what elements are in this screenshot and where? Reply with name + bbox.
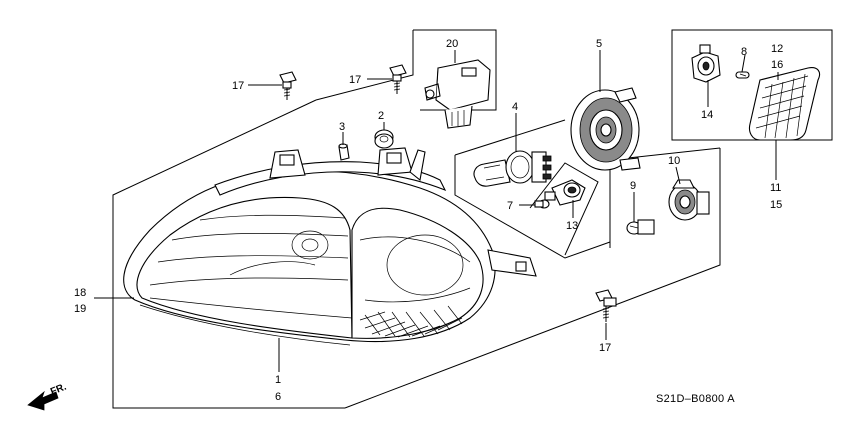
callout-11: 11	[770, 182, 781, 194]
side-socket-part	[668, 179, 710, 221]
headlight-unit-part	[123, 147, 537, 346]
callout-14: 14	[701, 109, 713, 121]
callout-16: 16	[771, 59, 783, 71]
actuator-part	[424, 59, 491, 129]
callout-12: 12	[771, 43, 783, 55]
callout-9: 9	[630, 180, 636, 192]
callout-4: 4	[512, 101, 518, 113]
front-arrow-icon	[27, 390, 59, 411]
side-marker-lens-part	[748, 67, 821, 141]
callout-19: 19	[74, 303, 86, 315]
leader-lines	[94, 50, 779, 372]
marker-socket-part	[691, 44, 721, 83]
headlight-bulb-part	[473, 150, 552, 187]
side-bulb-part	[626, 219, 655, 235]
bolt-17-a	[279, 71, 297, 100]
grommet-part	[374, 129, 394, 149]
diagram-code: S21D–B0800 A	[656, 393, 735, 405]
callout-17c: 17	[599, 342, 611, 354]
callout-17b: 17	[349, 74, 361, 86]
callout-18: 18	[74, 287, 86, 299]
callout-10: 10	[668, 155, 680, 167]
marker-bulb-part	[735, 71, 750, 79]
callout-17a: 17	[232, 80, 244, 92]
bolt-17-c	[595, 289, 617, 322]
small-bulb-part	[534, 199, 550, 209]
callout-15: 15	[770, 199, 782, 211]
socket-part	[544, 179, 586, 206]
socket-boot-part	[570, 87, 641, 171]
callout-20: 20	[446, 38, 458, 50]
front-direction-indicator: FR.	[27, 381, 68, 411]
callout-labels: 1 6 2 3 4 5 7 8 9 10 11 15 12 16 13 14 1…	[74, 38, 783, 403]
bolt-17-b	[389, 64, 407, 94]
callout-6: 6	[275, 391, 281, 403]
callout-3: 3	[339, 121, 345, 133]
lens-hatching	[359, 305, 463, 338]
pin-part	[338, 143, 350, 161]
front-label: FR.	[49, 381, 68, 397]
callout-7: 7	[507, 200, 513, 212]
callout-13: 13	[566, 220, 578, 232]
callout-5: 5	[596, 38, 602, 50]
callout-1: 1	[275, 374, 281, 386]
callout-8: 8	[741, 46, 747, 58]
callout-2: 2	[378, 110, 384, 122]
